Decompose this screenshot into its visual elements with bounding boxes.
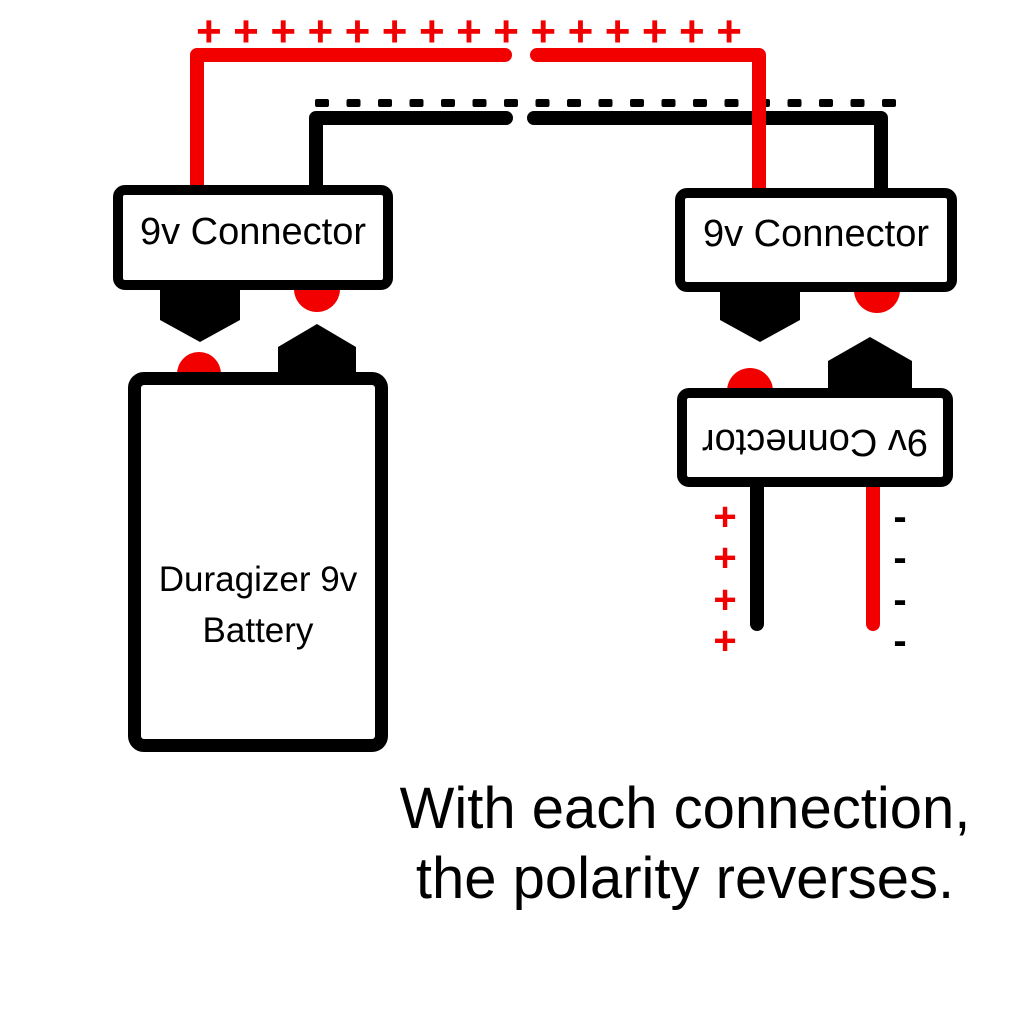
negative-wire-right-segment bbox=[527, 111, 888, 207]
plus-symbol: + bbox=[716, 7, 742, 56]
plus-symbol: + bbox=[641, 7, 668, 56]
right-connector-female-terminal-icon bbox=[854, 290, 900, 313]
plus-symbol: + bbox=[307, 7, 334, 56]
minus-symbol bbox=[346, 99, 361, 107]
plus-symbol: + bbox=[530, 7, 557, 56]
minus-symbol bbox=[630, 99, 644, 107]
right-connector-bottom-label: 9v Connector bbox=[701, 420, 928, 463]
plus-symbol: + bbox=[196, 7, 222, 56]
plus-symbol: + bbox=[567, 7, 594, 56]
output-minus-mark: - bbox=[893, 536, 907, 581]
output-minus-mark: - bbox=[893, 618, 907, 663]
caption-line2: the polarity reverses. bbox=[415, 846, 955, 911]
battery-label: Duragizer 9v Battery bbox=[159, 555, 357, 657]
plus-symbol: + bbox=[679, 7, 705, 56]
minus-symbol bbox=[504, 99, 518, 107]
minus-symbol bbox=[535, 99, 550, 107]
minus-symbol bbox=[724, 99, 739, 107]
inverted-connector-red-snap-icon bbox=[727, 368, 773, 391]
plus-symbol: + bbox=[270, 7, 297, 56]
output-plus-mark: + bbox=[713, 495, 737, 539]
battery-positive-snap-icon bbox=[177, 352, 221, 374]
left-connector-male-terminal-icon bbox=[160, 286, 240, 342]
positive-bus-symbol-row: +++++++++++++++ bbox=[196, 8, 742, 56]
right-connector-male-terminal-icon bbox=[720, 288, 800, 342]
plus-symbol: + bbox=[381, 7, 408, 56]
caption: With each connection, the polarity rever… bbox=[340, 774, 1024, 914]
battery-label-line2: Battery bbox=[202, 611, 314, 650]
minus-symbol bbox=[409, 99, 424, 107]
negative-wire-left-segment bbox=[309, 111, 513, 207]
battery-negative-snap-icon bbox=[278, 324, 356, 374]
right-connector-top-box: 9v Connector bbox=[675, 188, 957, 292]
minus-symbol bbox=[472, 99, 487, 107]
plus-symbol: + bbox=[604, 7, 631, 56]
plus-symbol: + bbox=[456, 7, 482, 56]
plus-symbol: + bbox=[418, 7, 445, 56]
output-plus-marks-column: ++++ bbox=[707, 495, 743, 663]
inverted-connector-black-snap-icon bbox=[828, 337, 912, 391]
minus-symbol bbox=[882, 99, 896, 107]
minus-symbol bbox=[567, 99, 581, 107]
minus-symbol bbox=[819, 99, 833, 107]
plus-symbol: + bbox=[493, 7, 519, 56]
caption-line1: With each connection, bbox=[399, 776, 971, 841]
right-connector-top-label: 9v Connector bbox=[702, 213, 929, 255]
minus-symbol bbox=[787, 99, 802, 107]
output-minus-mark: - bbox=[893, 495, 907, 539]
output-plus-mark: + bbox=[713, 577, 737, 622]
output-plus-mark: + bbox=[713, 536, 737, 581]
output-plus-mark: + bbox=[713, 618, 737, 663]
positive-wire-left-segment bbox=[190, 48, 512, 207]
minus-symbol bbox=[598, 99, 613, 107]
minus-symbol bbox=[693, 99, 707, 107]
battery-label-line1: Duragizer 9v bbox=[158, 560, 358, 600]
output-minus-mark: - bbox=[893, 577, 907, 622]
left-connector-female-terminal-icon bbox=[294, 289, 340, 312]
minus-symbol bbox=[850, 99, 865, 107]
positive-wire-right-segment bbox=[530, 48, 766, 207]
right-connector-bottom-box: 9v Connector bbox=[677, 388, 953, 487]
minus-symbol bbox=[441, 99, 455, 107]
plus-symbol: + bbox=[233, 7, 259, 56]
minus-symbol bbox=[661, 99, 676, 107]
negative-bus-symbol-row bbox=[315, 99, 896, 107]
left-connector-label: 9v Connector bbox=[139, 210, 366, 253]
minus-symbol bbox=[315, 99, 329, 107]
output-minus-marks-column: ---- bbox=[882, 495, 918, 663]
plus-symbol: + bbox=[344, 7, 371, 56]
battery-box: Duragizer 9v Battery bbox=[128, 372, 388, 752]
minus-symbol bbox=[378, 99, 392, 107]
left-connector-box: 9v Connector bbox=[113, 185, 393, 290]
